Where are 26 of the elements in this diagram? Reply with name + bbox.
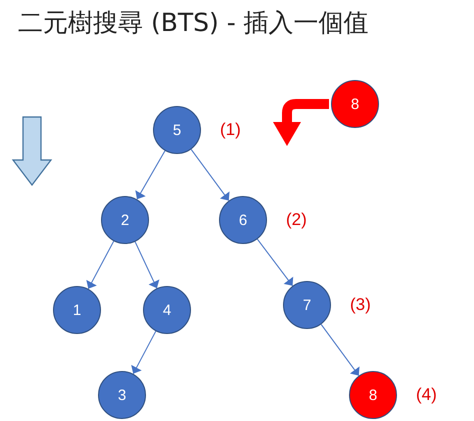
tree-node — [331, 80, 379, 128]
arrow — [320, 324, 360, 376]
arrow — [86, 240, 114, 290]
step-label: (3) — [350, 295, 371, 315]
node-value: 4 — [162, 302, 172, 318]
tree-node — [98, 371, 146, 419]
arrow — [190, 148, 230, 202]
node-value: 5 — [172, 122, 182, 138]
node-value: 6 — [238, 212, 248, 228]
arrow — [134, 241, 160, 289]
step-label: (2) — [286, 210, 307, 230]
arrow — [256, 238, 294, 286]
tree-node — [101, 196, 149, 244]
arrow — [135, 150, 166, 200]
node-value: 7 — [302, 296, 312, 314]
title: 二元樹搜尋 (BTS) - 插入一個值 — [18, 7, 369, 39]
step-label: (1) — [220, 120, 241, 140]
tree-node — [143, 286, 191, 334]
step-label: (4) — [416, 385, 437, 405]
arrow — [131, 330, 156, 374]
node-value: 8 — [350, 96, 360, 112]
node-value: 2 — [120, 212, 130, 228]
node-value: 1 — [72, 302, 82, 318]
tree-node — [53, 286, 101, 334]
node-value: 8 — [368, 386, 378, 404]
node-value: 3 — [118, 386, 126, 404]
